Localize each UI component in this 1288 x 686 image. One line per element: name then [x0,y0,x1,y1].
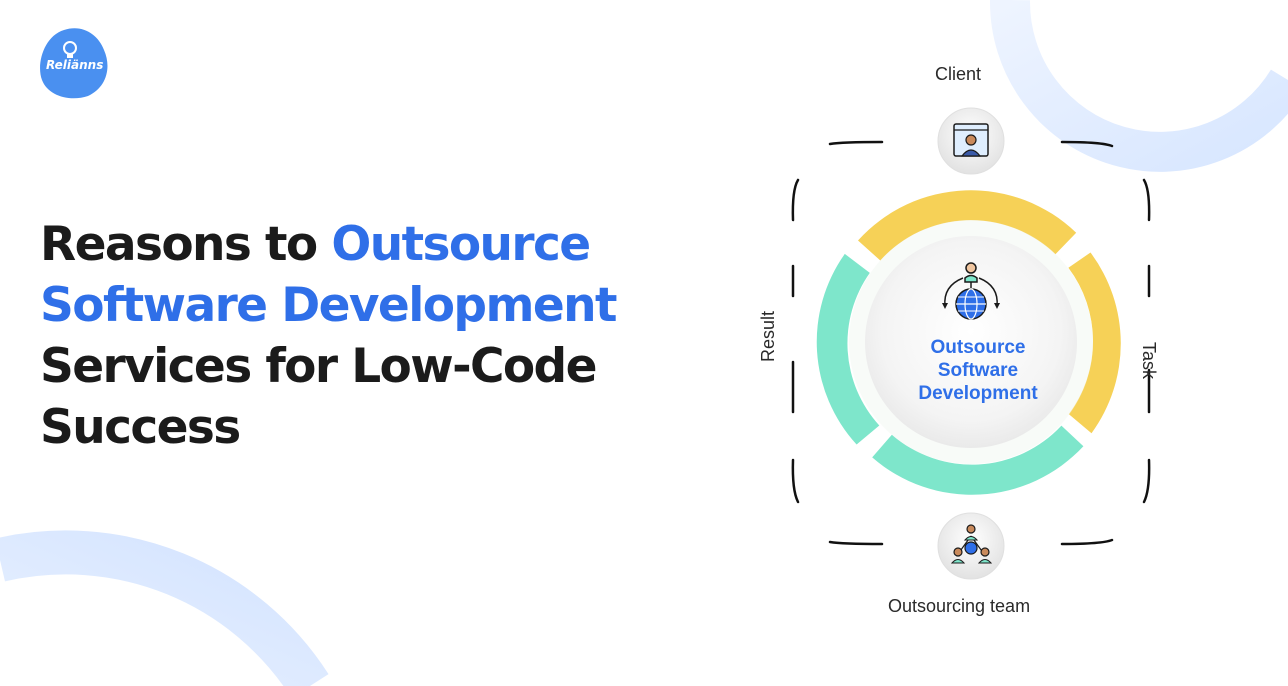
bracket-left-bottom [791,458,800,504]
bracket-left-top [791,178,800,222]
logo-wordmark: Reliänns [46,58,104,72]
bracket-right-top [1142,178,1151,222]
outsourcing-cycle-diagram: Client Outsourcing team Task Result Outs… [700,40,1260,640]
headline-plain-text: Reasons to [40,217,332,272]
center-line-1: Outsource [930,337,1026,358]
logo-blob-icon [40,28,108,99]
ring-segment-bottom-teal [872,425,1084,495]
headline-accent-text: Outsource [331,217,591,272]
bracket-bottom-right [1060,538,1114,546]
bracket-right-bottom [1142,458,1151,504]
label-result: Result [758,310,778,362]
headline-line-4: Success [40,400,241,455]
center-title: Outsource Software Development [898,336,1058,405]
headline-line-3: Services for Low-Code [40,339,597,394]
label-client: Client [935,64,982,84]
bracket-bottom-left [828,540,884,546]
page-title: Reasons to Outsource Software Developmen… [40,214,720,458]
ring-segments [816,190,1121,495]
label-outsourcing-team: Outsourcing team [888,596,1031,616]
client-avatar-icon [953,123,989,157]
bracket-frame [791,140,1151,546]
client-node [937,107,1005,175]
ring-segment-top-yellow [858,190,1077,261]
label-task: Task [1139,342,1159,380]
company-logo[interactable]: Reliänns [34,26,112,100]
globe-outsourcing-icon [942,262,1000,320]
center-line-2: Software [937,360,1019,381]
bracket-top-right [1060,140,1114,148]
outsourcing-team-node [937,512,1005,580]
headline-line-1: Reasons to Outsource [40,214,720,275]
bracket-top-left [828,140,884,146]
team-network-icon [950,524,993,564]
center-line-3: Development [918,383,1038,404]
ring-segment-left-teal [816,253,880,445]
ring-segment-right-yellow [1068,252,1121,434]
headline-line-2: Software Development [40,278,617,333]
center-disc [865,236,1077,448]
